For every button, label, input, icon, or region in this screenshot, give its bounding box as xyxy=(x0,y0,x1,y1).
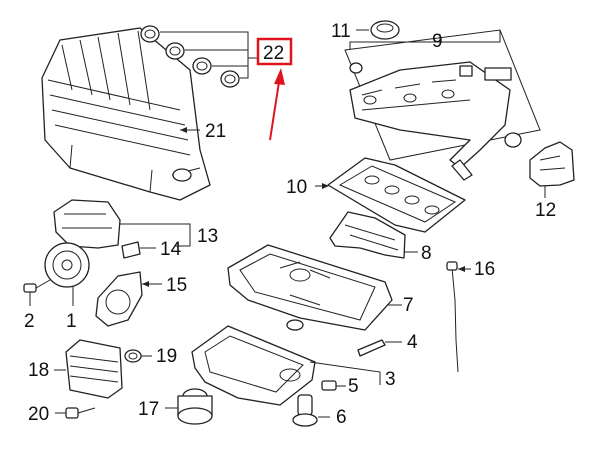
intake-o-rings xyxy=(140,25,240,88)
callout-12: 12 xyxy=(535,200,556,221)
timing-cover xyxy=(529,141,575,198)
timing-belt-cover xyxy=(53,199,191,249)
callout-11: 11 xyxy=(331,21,351,42)
callout-17: 17 xyxy=(138,399,159,420)
drain-bolt xyxy=(321,380,346,391)
callout-2: 2 xyxy=(24,311,35,332)
lower-oil-pan xyxy=(191,325,381,406)
seal-housing xyxy=(95,271,162,327)
pulley-bolt xyxy=(23,279,51,306)
callout-15: 15 xyxy=(166,275,187,296)
seal-strip xyxy=(357,339,402,357)
valve-cover-group xyxy=(344,29,541,181)
callout-10: 10 xyxy=(286,177,307,198)
callout-4: 4 xyxy=(407,332,418,353)
callout-22: 22 xyxy=(263,43,284,64)
callout-16: 16 xyxy=(474,259,495,280)
callout-7: 7 xyxy=(403,295,414,316)
oil-filter xyxy=(165,388,213,425)
crank-pulley xyxy=(44,242,90,306)
upper-oil-pan xyxy=(227,244,402,331)
cooler-bolt xyxy=(55,407,96,419)
dipstick xyxy=(446,261,471,373)
oil-filler-cap xyxy=(356,20,400,40)
callout-5: 5 xyxy=(348,376,359,397)
callout-14: 14 xyxy=(160,239,182,260)
callout-6: 6 xyxy=(336,407,347,428)
callout-3: 3 xyxy=(385,369,396,390)
callout-labels: 1 2 3 4 5 6 7 8 9 10 11 12 13 14 15 16 1… xyxy=(24,21,556,428)
oil-baffle xyxy=(329,211,418,259)
callout-19: 19 xyxy=(156,346,177,367)
callout-18: 18 xyxy=(28,360,49,381)
callout-9: 9 xyxy=(432,31,443,52)
valve-cover-gasket xyxy=(315,157,466,233)
callout-22-leaders xyxy=(160,31,258,79)
small-bracket xyxy=(121,241,156,259)
callout-22-highlight xyxy=(256,37,293,141)
callout-13: 13 xyxy=(197,226,218,247)
cooler-o-ring xyxy=(124,349,152,363)
oil-cooler xyxy=(54,339,123,399)
intake-manifold xyxy=(41,27,211,201)
callout-8: 8 xyxy=(421,243,432,264)
callout-1: 1 xyxy=(66,311,77,332)
oil-level-sensor xyxy=(292,394,330,427)
callout-20: 20 xyxy=(28,404,49,425)
callout-21: 21 xyxy=(205,121,226,142)
